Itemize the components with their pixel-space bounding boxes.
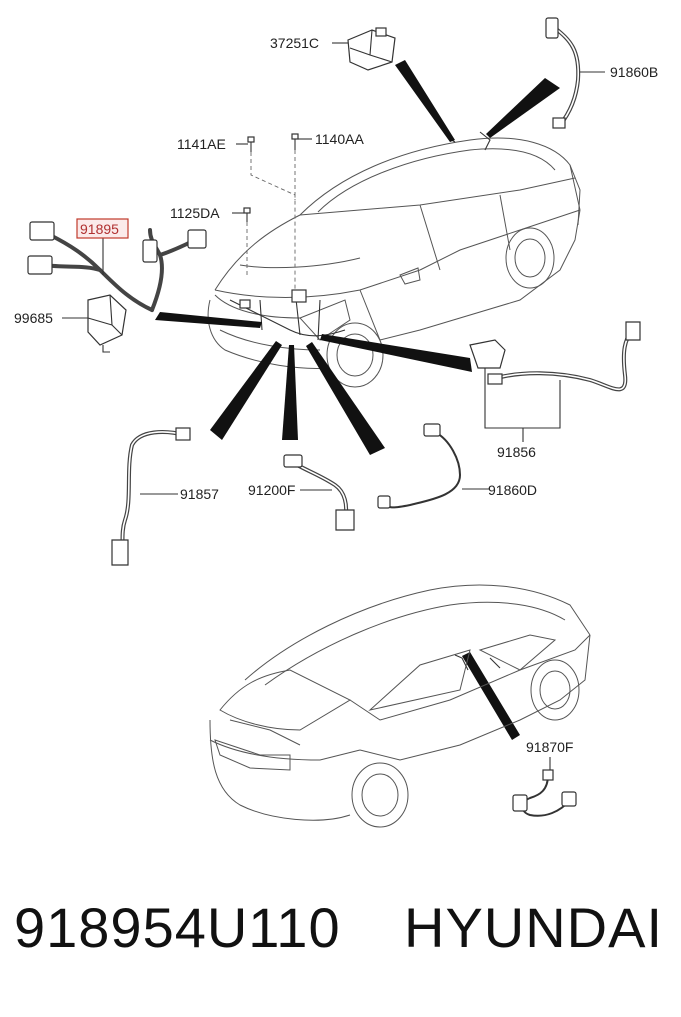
part-number: 918954U110 (14, 896, 341, 959)
part-91857-cable (111, 427, 191, 566)
part-91200f-cable (283, 454, 355, 531)
callout-labels: 37251C 91860B 1141AE 1140AA 1125DA 91895… (14, 35, 658, 755)
label-37251c: 37251C (270, 35, 319, 51)
highlight-box-91895 (76, 218, 129, 239)
label-91895: 91895 (80, 221, 119, 237)
label-91860d: 91860D (488, 482, 537, 498)
part-91856-cable (469, 321, 641, 442)
bolt-guide-lines (246, 150, 296, 290)
bolt-1140aa (291, 133, 299, 150)
label-99685: 99685 (14, 310, 53, 326)
part-37251c-sensor (347, 27, 396, 71)
part-91870f-cable (512, 757, 577, 817)
bolt-1125da (243, 207, 251, 222)
label-91856: 91856 (497, 444, 536, 460)
part-91860b-cable (545, 17, 581, 129)
rear-door-harness (454, 654, 501, 671)
part-91895-harness (27, 221, 207, 312)
footer: 918954U110 HYUNDAI (0, 895, 681, 985)
bottom-car-outline (209, 584, 591, 828)
brand-name: HYUNDAI (404, 896, 664, 959)
label-91200f: 91200F (248, 482, 295, 498)
label-91860b: 91860B (610, 64, 658, 80)
label-91857: 91857 (180, 486, 219, 502)
label-91870f: 91870F (526, 739, 573, 755)
engine-bay-harness (229, 131, 491, 341)
part-99685-bracket (87, 294, 127, 353)
label-1141ae: 1141AE (177, 136, 226, 152)
label-1140aa: 1140AA (315, 131, 364, 147)
pointer-wedges (155, 60, 560, 740)
part-91860d-cable (377, 423, 490, 509)
bolt-1141ae (247, 136, 255, 152)
leader-lines (62, 42, 605, 319)
label-1125da: 1125DA (170, 205, 220, 221)
